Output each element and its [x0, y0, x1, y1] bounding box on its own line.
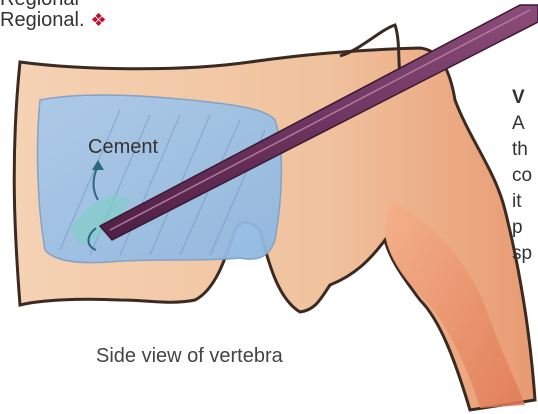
sidebar-line: th — [512, 137, 538, 163]
cement-region — [38, 95, 282, 263]
sidebar-heading: V — [512, 85, 538, 111]
sidebar-line: A — [512, 111, 538, 137]
sidebar-line: it — [512, 189, 538, 215]
cement-label: Cement — [88, 136, 158, 159]
sidebar-line: p — [512, 215, 538, 241]
sidebar-line: sp — [512, 241, 538, 267]
figure-caption: Side view of vertebra — [96, 345, 283, 368]
sidebar-text-column: V A th co it p sp — [512, 85, 538, 267]
sidebar-line: co — [512, 163, 538, 189]
